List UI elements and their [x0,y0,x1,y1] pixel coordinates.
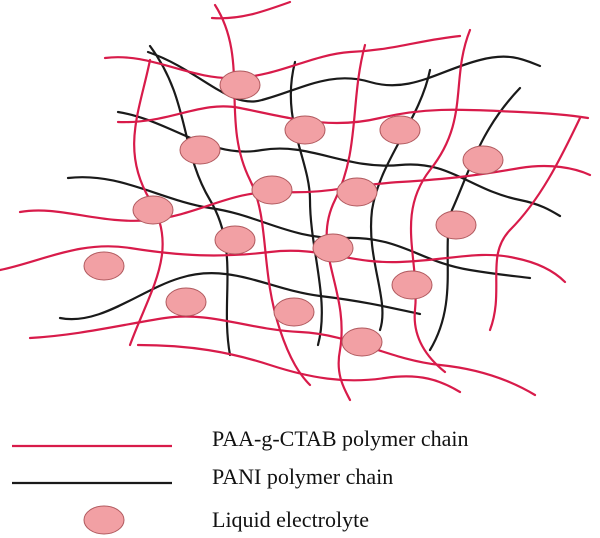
electrolyte-droplet [391,270,433,300]
paa-chain [210,0,292,20]
electrolyte-droplet [336,177,378,207]
pani-chain [148,44,232,357]
electrolyte-droplet [284,115,326,145]
pani-chain [289,60,323,347]
electrolyte-droplet [219,70,261,100]
pani-chain [58,272,422,321]
legend-label-paa-chain: PAA-g-CTAB polymer chain [212,426,469,451]
electrolyte-droplet [83,251,125,281]
electrolyte-droplet [251,175,293,205]
paa-chain [409,28,472,374]
electrolyte-droplet [165,287,207,317]
paa-chain [18,164,592,222]
legend-electrolyte-droplet [83,505,125,535]
electrolyte-droplet [214,225,256,255]
pani-chain [428,86,522,352]
electrolyte-droplet [379,115,421,145]
legend-label-liquid-electrolyte: Liquid electrolyte [212,507,369,532]
electrolyte-droplet [273,297,315,327]
electrolyte-droplet [435,210,477,240]
paa-chain [488,116,582,332]
electrolyte-droplet [132,195,174,225]
electrolyte-droplet [312,233,354,263]
electrolyte-droplet [462,145,504,175]
paa-chain [0,245,567,284]
paa-chain [136,343,462,394]
paa-chain [103,34,462,80]
paa-chain [28,315,537,397]
legend-label-pani-chain: PANI polymer chain [212,464,394,489]
legend-symbols [12,444,172,535]
electrolyte-droplet [341,327,383,357]
paa-chain [116,105,590,125]
electrolyte-droplet [179,135,221,165]
electrolyte-droplets [83,70,504,357]
